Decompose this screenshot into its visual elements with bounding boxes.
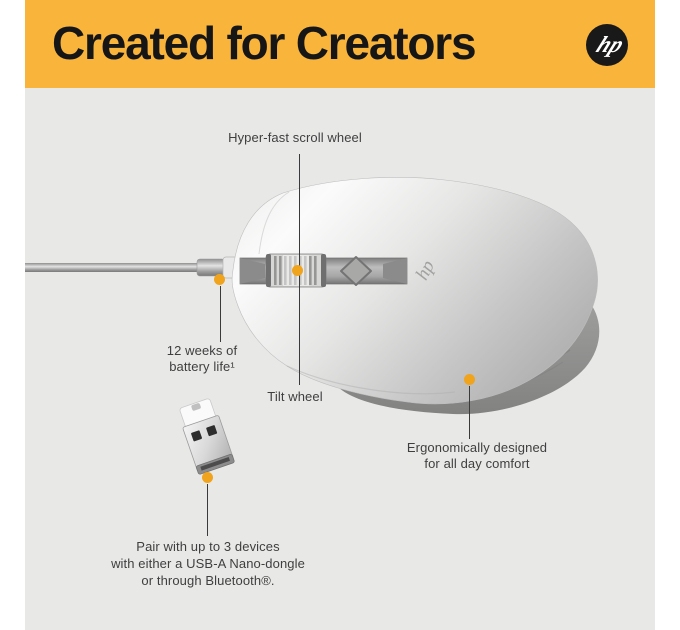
callout-dot-ergonomic bbox=[464, 374, 475, 385]
callout-label-scroll-wheel: Hyper-fast scroll wheel bbox=[228, 130, 362, 145]
callout-label-pairing: Pair with up to 3 devices with either a … bbox=[111, 539, 305, 588]
header-banner: Created for Creators hp bbox=[25, 0, 655, 88]
charging-cable bbox=[25, 256, 242, 279]
callout-dot-dongle bbox=[202, 472, 213, 483]
callout-dot-battery bbox=[214, 274, 225, 285]
callout-line-battery bbox=[220, 286, 221, 342]
callout-label-ergonomic: Ergonomically designed for all day comfo… bbox=[406, 440, 548, 471]
page-title: Created for Creators bbox=[52, 16, 477, 69]
callout-line-pairing bbox=[207, 484, 208, 536]
mouse-illustration: hp bbox=[25, 177, 600, 475]
illustration-stage: hp Hyper-fast scroll wheel bbox=[25, 88, 655, 630]
callout-label-battery: 12 weeks of battery life¹ bbox=[166, 343, 238, 374]
usb-dongle-icon bbox=[179, 398, 235, 475]
mode-shift-button bbox=[340, 256, 372, 286]
mouse-body bbox=[231, 177, 598, 405]
callout-label-tilt-wheel: Tilt wheel bbox=[267, 389, 323, 404]
hp-logo-icon: hp bbox=[586, 24, 628, 66]
callout-dot-scroll-wheel bbox=[292, 265, 303, 276]
callout-line-ergonomic bbox=[469, 386, 470, 439]
